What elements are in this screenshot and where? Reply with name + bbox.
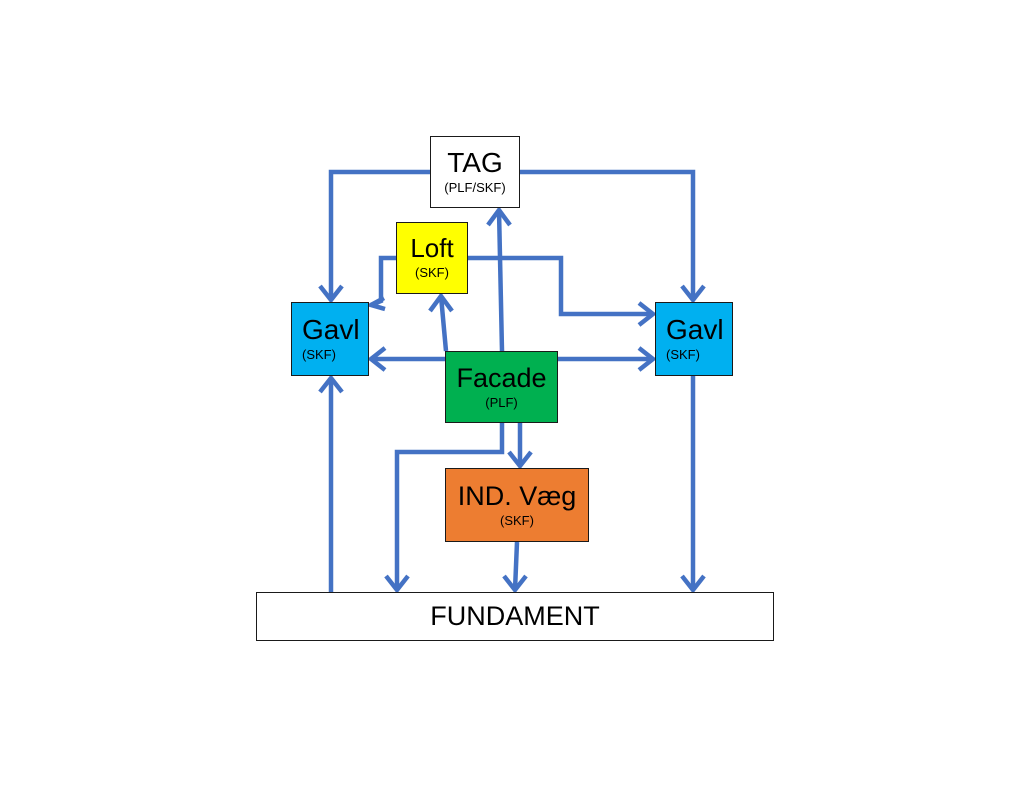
arrowhead-facade-to-gavl-right: [637, 346, 657, 372]
arrowhead-ind-vaeg-to-fundament: [502, 574, 528, 594]
arrowhead-fundament-to-gavl-left: [318, 374, 344, 394]
edge-facade-to-fundament: [394, 423, 505, 590]
node-gavl-right-subtitle: (SKF): [666, 347, 700, 363]
node-loft: Loft (SKF): [396, 222, 468, 294]
node-tag: TAG (PLF/SKF): [430, 136, 520, 208]
edge-ind-vaeg-to-fundament: [512, 541, 520, 591]
arrowhead-tag-to-gavl-right: [680, 284, 706, 304]
node-gavl-left-title: Gavl: [302, 314, 360, 345]
node-ind-vaeg-title: IND. Væg: [457, 480, 577, 511]
node-loft-subtitle: (SKF): [415, 265, 449, 281]
arrowhead-facade-to-loft: [428, 292, 454, 313]
node-tag-subtitle: (PLF/SKF): [444, 180, 506, 196]
node-facade: Facade (PLF): [445, 351, 558, 423]
node-ind-vaeg: IND. Væg (SKF): [445, 468, 589, 542]
edge-loft-to-gavl-right: [468, 255, 653, 317]
node-facade-title: Facade: [456, 362, 547, 393]
node-gavl-left: Gavl (SKF): [291, 302, 369, 376]
arrowhead-facade-to-gavl-left: [367, 346, 387, 372]
node-fundament: FUNDAMENT: [256, 592, 774, 641]
arrowhead-tag-to-gavl-left: [318, 284, 344, 304]
node-fundament-title: FUNDAMENT: [430, 601, 600, 632]
arrowhead-facade-to-ind-vaeg: [507, 450, 533, 470]
node-loft-title: Loft: [410, 233, 454, 264]
edge-facade-to-tag: [496, 209, 505, 352]
edge-tag-to-gavl-right: [520, 169, 696, 300]
node-facade-subtitle: (PLF): [485, 394, 518, 410]
arrowhead-gavl-right-to-fundament: [680, 574, 706, 594]
node-gavl-left-subtitle: (SKF): [302, 347, 336, 363]
node-ind-vaeg-subtitle: (SKF): [500, 512, 534, 528]
edge-facade-to-loft: [438, 295, 449, 352]
arrowhead-loft-to-gavl-right: [637, 301, 657, 327]
arrowhead-facade-to-tag: [486, 206, 512, 227]
edge-tag-to-gavl-left: [328, 169, 430, 300]
node-gavl-right-title: Gavl: [666, 314, 724, 345]
node-tag-title: TAG: [447, 147, 503, 178]
arrowhead-facade-to-fundament: [384, 574, 410, 594]
arrowhead-loft-to-gavl-left: [365, 296, 386, 312]
node-gavl-right: Gavl (SKF): [655, 302, 733, 376]
